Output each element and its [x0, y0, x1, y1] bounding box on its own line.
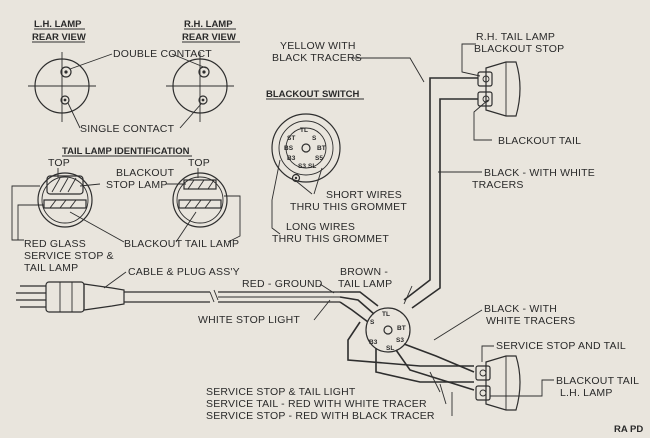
- white-stop-light-label: WHITE STOP LIGHT: [198, 314, 300, 326]
- red-ground-label: RED - GROUND: [242, 278, 323, 290]
- long-wires-label-1: LONG WIRES: [286, 221, 355, 233]
- lh-lamp-socket-icon: [28, 52, 96, 122]
- lower-pin-bt: BT: [397, 325, 406, 332]
- black-white-tracer-label-1: BLACK - WITH WHITE: [484, 167, 595, 179]
- double-contact-label: DOUBLE CONTACT: [113, 48, 212, 60]
- lower-pin-b3: B3: [369, 339, 378, 346]
- ra-pd-label: RA PD: [614, 424, 643, 435]
- tail-lamp-left-icon: [37, 172, 93, 228]
- blackout-switch-icon: TL ST S BS BT B3 S5 S3 SL: [271, 113, 341, 183]
- yellow-tracer-label-1: YELLOW WITH: [280, 40, 356, 52]
- blackout-stop-lamp-label-2: STOP LAMP: [106, 179, 168, 191]
- service-stop-tail-light-label: SERVICE STOP & TAIL LIGHT: [206, 386, 356, 398]
- lower-pin-s3: S3: [396, 337, 404, 344]
- black-white-b-label-2: WHITE TRACERS: [486, 315, 575, 327]
- rh-tail-lamp-body-icon: [477, 61, 521, 117]
- top-label-right: TOP: [188, 157, 210, 169]
- long-wires-label-2: THRU THIS GROMMET: [272, 233, 389, 245]
- red-glass-label-1: RED GLASS: [24, 238, 86, 250]
- tail-lamp-right-icon: [172, 172, 228, 228]
- red-glass-label-3: TAIL LAMP: [24, 262, 78, 274]
- switch-pin-tl: TL: [300, 127, 308, 134]
- lower-pin-s: S: [370, 319, 375, 326]
- blackout-tail-label: BLACKOUT TAIL: [498, 135, 581, 147]
- rh-tail-lamp-label-1: R.H. TAIL LAMP: [476, 31, 555, 43]
- switch-pin-bs: BS: [284, 145, 294, 152]
- switch-pin-s5: S5: [315, 155, 323, 162]
- red-glass-label-2: SERVICE STOP &: [24, 250, 114, 262]
- short-wires-label-1: SHORT WIRES: [326, 189, 402, 201]
- brown-wire-label-2: TAIL LAMP: [338, 278, 392, 290]
- tail-lamp-id-title: TAIL LAMP IDENTIFICATION: [62, 146, 190, 157]
- service-tail-red-label: SERVICE TAIL - RED WITH WHITE TRACER: [206, 398, 427, 410]
- short-wires-label-2: THRU THIS GROMMET: [290, 201, 407, 213]
- rh-lamp-socket-icon: [166, 52, 234, 122]
- plug-icon: [16, 281, 125, 313]
- black-white-b-label-1: BLACK - WITH: [484, 303, 557, 315]
- switch-pin-s: S: [312, 135, 317, 142]
- lh-lamp-title: L.H. LAMP: [34, 19, 82, 30]
- rh-lamp-title: R.H. LAMP: [184, 19, 233, 30]
- lh-lamp-subtitle: REAR VIEW: [32, 32, 86, 43]
- yellow-tracer-label-2: BLACK TRACERS: [272, 52, 362, 64]
- single-contact-label: SINGLE CONTACT: [80, 123, 175, 135]
- top-label-left: TOP: [48, 157, 70, 169]
- lower-pin-tl: TL: [382, 311, 390, 318]
- bo-tail-lh-label-2: L.H. LAMP: [560, 387, 613, 399]
- switch-pin-s3: S3: [298, 163, 306, 170]
- lower-pin-sl: SL: [386, 345, 394, 352]
- switch-pin-st: ST: [287, 135, 295, 142]
- bo-tail-lh-label-1: BLACKOUT TAIL: [556, 375, 639, 387]
- brown-wire-label-1: BROWN -: [340, 266, 388, 278]
- black-white-tracer-label-2: TRACERS: [472, 179, 524, 191]
- blackout-stop-lamp-label-1: BLACKOUT: [116, 167, 175, 179]
- service-stop-tail-label: SERVICE STOP AND TAIL: [496, 340, 626, 352]
- lh-tail-lamp-body-icon: [475, 355, 521, 411]
- blackout-tail-lamp-label: BLACKOUT TAIL LAMP: [124, 238, 239, 250]
- cable-plug-label: CABLE & PLUG ASS'Y: [128, 266, 240, 278]
- switch-pin-sl: SL: [308, 163, 316, 170]
- blackout-switch-title: BLACKOUT SWITCH: [266, 89, 360, 100]
- switch-pin-b3: B3: [287, 155, 296, 162]
- switch-pin-bt: BT: [317, 145, 326, 152]
- service-stop-red-label: SERVICE STOP - RED WITH BLACK TRACER: [206, 410, 435, 422]
- rh-tail-lamp-label-2: BLACKOUT STOP: [474, 43, 564, 55]
- lower-switch-icon: TL S BT B3 S3 SL: [365, 307, 411, 353]
- rh-lamp-subtitle: REAR VIEW: [182, 32, 236, 43]
